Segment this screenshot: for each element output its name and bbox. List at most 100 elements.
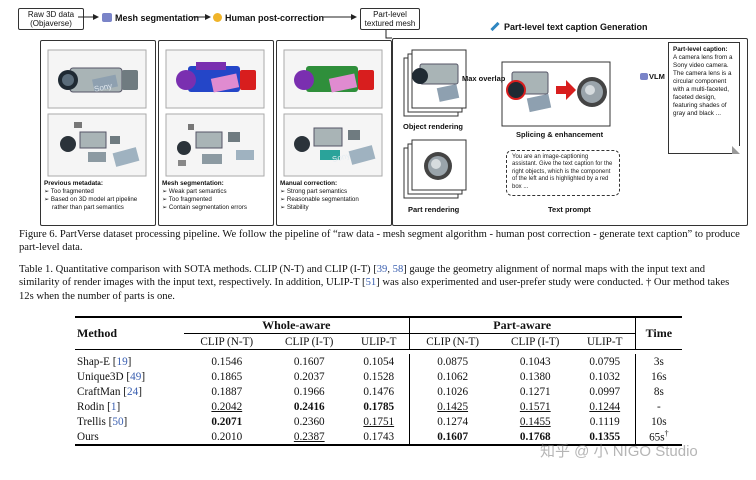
table-row: Shap-E [19] 0.1546 0.1607 0.1054 0.0875 … xyxy=(75,354,682,369)
method-name: Trellis [50] xyxy=(77,415,128,428)
cell: 0.1546 xyxy=(211,355,243,368)
splicing-label: Splicing & enhancement xyxy=(516,130,604,139)
table-caption: Table 1. Quantitative comparison with SO… xyxy=(19,264,730,302)
cell: 0.1768 xyxy=(519,430,551,443)
cell: 0.2360 xyxy=(293,415,325,428)
cell: 0.2071 xyxy=(211,415,243,428)
method-name: Ours xyxy=(77,430,99,443)
manual-item: ➢ Reasonable segmentation xyxy=(280,196,359,203)
manual-item: ➢ Strong part semantics xyxy=(280,188,348,195)
citation-link[interactable]: 58 xyxy=(392,264,404,275)
cell: 0.0875 xyxy=(408,354,496,369)
cell: 0.1785 xyxy=(363,400,395,413)
part-aware-header: Part-aware xyxy=(408,317,636,334)
watermark: 知乎 @ 小 NIGO Studio xyxy=(540,443,698,460)
mesh-seg-title: Mesh segmentation: xyxy=(162,180,224,187)
object-rendering-label: Object rendering xyxy=(403,122,464,131)
cell: 0.1119 xyxy=(589,415,620,428)
method-name: CraftMan [24] xyxy=(77,385,142,398)
cell: 0.1032 xyxy=(589,370,621,383)
cell: 0.1966 xyxy=(293,385,325,398)
time-cell: 65s† xyxy=(634,429,682,445)
cell: 0.2387 xyxy=(293,430,325,443)
raw-data-label: Raw 3D data (Objaverse) xyxy=(18,8,84,30)
part-rendering-label: Part rendering xyxy=(408,205,460,214)
mesh-seg-item: ➢ Too fragmented xyxy=(162,196,212,203)
cell: 0.2042 xyxy=(211,400,243,413)
table-row: CraftMan [24] 0.1887 0.1966 0.1476 0.102… xyxy=(75,384,682,399)
citation-link[interactable]: 24 xyxy=(127,385,139,398)
method-name: Unique3D [49] xyxy=(77,370,146,383)
cell: 0.1244 xyxy=(589,400,621,413)
cell: 0.0795 xyxy=(589,355,621,368)
cell: 0.1571 xyxy=(519,400,551,413)
time-cell: 8s xyxy=(634,384,682,399)
manual-item: ➢ Stability xyxy=(280,204,309,211)
table-row: Trellis [50] 0.2071 0.2360 0.1751 0.1274… xyxy=(75,414,682,429)
prev-meta-note: Previous metadata: ➢ Too fragmented ➢ Ba… xyxy=(44,180,152,212)
subheader: ULIP-T xyxy=(361,335,397,348)
stage-caption: Part-level text caption Generation xyxy=(490,21,648,32)
time-cell: 10s xyxy=(634,414,682,429)
part-caption-title: Part-level caption: xyxy=(673,46,728,53)
subheader: ULIP-T xyxy=(587,335,623,348)
text-prompt-label: Text prompt xyxy=(548,205,591,214)
method-header: Method xyxy=(77,326,117,340)
part-caption-text: A camera lens from a Sony video camera. … xyxy=(673,54,733,117)
subheader: CLIP (I-T) xyxy=(285,335,334,348)
citation-link[interactable]: 1 xyxy=(110,400,117,413)
max-overlap-label: Max overlap xyxy=(462,74,506,83)
time-cell: 3s xyxy=(634,354,682,369)
cell: 0.1043 xyxy=(519,355,551,368)
manual-title: Manual correction: xyxy=(280,180,338,187)
cell: 0.1054 xyxy=(363,355,395,368)
cell: 0.2037 xyxy=(293,370,325,383)
stage-part-level: Part-level textured mesh xyxy=(360,8,420,30)
cell: 0.1271 xyxy=(519,385,551,398)
manual-note: Manual correction: ➢ Strong part semanti… xyxy=(280,180,388,212)
time-cell: - xyxy=(634,399,682,414)
prev-meta-item: ➢ Based on 3D model art pipeline rather … xyxy=(44,196,138,211)
vlm-label: VLM xyxy=(640,72,665,81)
method-name: Rodin [1] xyxy=(77,400,121,413)
cell: 0.1887 xyxy=(211,385,243,398)
camera-renders xyxy=(47,49,611,199)
prev-meta-title: Previous metadata: xyxy=(44,180,103,187)
stage-mesh-seg: Mesh segmentation xyxy=(102,13,199,23)
citation-link[interactable]: 49 xyxy=(130,370,142,383)
mesh-seg-item: ➢ Weak part semantics xyxy=(162,188,227,195)
cell: 0.1355 xyxy=(589,430,621,443)
cell: 0.1062 xyxy=(408,369,496,384)
cell: 0.0997 xyxy=(589,385,621,398)
cell: 0.2010 xyxy=(211,430,243,443)
citation-link[interactable]: 19 xyxy=(116,355,128,368)
table-row: Rodin [1] 0.2042 0.2416 0.1785 0.1425 0.… xyxy=(75,399,682,414)
cell: 0.1607 xyxy=(408,429,496,445)
method-name: Shap-E [19] xyxy=(77,355,132,368)
figure-caption: Figure 6. PartVerse dataset processing p… xyxy=(19,229,740,254)
citation-link[interactable]: 50 xyxy=(112,415,124,428)
time-header: Time xyxy=(634,317,682,350)
stage-human: Human post-correction xyxy=(213,13,324,23)
citation-link[interactable]: 51 xyxy=(365,277,377,289)
table-row: Unique3D [49] 0.1865 0.2037 0.1528 0.106… xyxy=(75,369,682,384)
whole-aware-header: Whole-aware xyxy=(183,317,410,334)
caption-fold-corner xyxy=(732,146,740,154)
text-prompt-box: You are an image-captioning assistant. G… xyxy=(506,150,620,196)
citation-link[interactable]: 39 xyxy=(376,264,388,275)
cell: 0.1528 xyxy=(363,370,395,383)
person-icon xyxy=(213,13,222,22)
robot-icon xyxy=(102,13,112,22)
subheader: CLIP (N-T) xyxy=(408,333,496,350)
subheader: CLIP (N-T) xyxy=(200,335,254,348)
cell: 0.1026 xyxy=(408,384,496,399)
robot-icon xyxy=(640,73,648,80)
cell: 0.1455 xyxy=(519,415,551,428)
cell: 0.1751 xyxy=(363,415,395,428)
cell: 0.1476 xyxy=(363,385,395,398)
cell: 0.2416 xyxy=(293,400,325,413)
cell: 0.1743 xyxy=(363,430,395,443)
part-caption-box: Part-level caption: A camera lens from a… xyxy=(668,42,740,154)
cell: 0.1425 xyxy=(408,399,496,414)
mesh-seg-note: Mesh segmentation: ➢ Weak part semantics… xyxy=(162,180,270,212)
